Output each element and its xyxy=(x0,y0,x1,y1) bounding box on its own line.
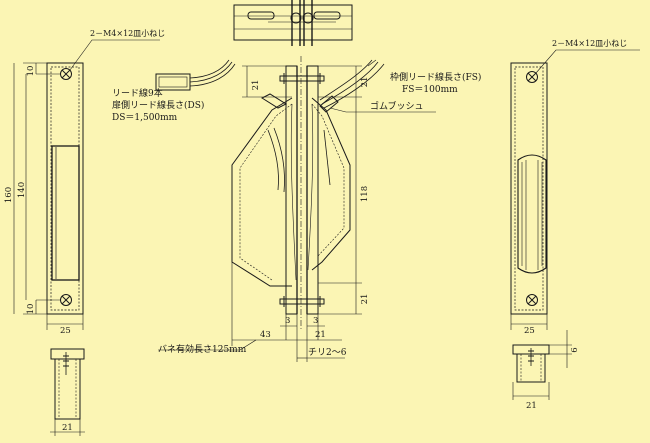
dim-right-bottom-width: 21 xyxy=(526,401,537,411)
dim-center-top: 21 xyxy=(251,80,261,91)
right-plate-outline xyxy=(510,62,548,315)
left-plate-outline xyxy=(46,62,84,315)
top-view xyxy=(233,0,353,46)
spring-length-label: バネ有効長さ125mm xyxy=(158,343,247,355)
dim-left-pitch: 140 xyxy=(17,182,27,198)
dim-left-top: 10 xyxy=(26,66,36,77)
frame-plate xyxy=(306,65,319,315)
right-bottom-screw xyxy=(526,294,538,306)
screw-label-right: 2－M4×12皿小ねじ xyxy=(552,39,627,48)
left-bottom-screw xyxy=(60,294,72,306)
dim-center-bottom: 21 xyxy=(360,294,370,305)
right-side-view xyxy=(512,330,572,400)
door-plate xyxy=(285,65,298,315)
dim-center-mid: 118 xyxy=(360,186,370,202)
right-plate-slot xyxy=(517,154,547,274)
dim-center-21: 21 xyxy=(315,330,326,340)
dim-center-43: 43 xyxy=(260,330,271,340)
dim-center-3a: 3 xyxy=(285,316,290,326)
dim-left-total: 160 xyxy=(4,187,14,203)
left-top-screw xyxy=(60,68,72,80)
ds-value-label: DS＝1,500mm xyxy=(112,113,178,123)
dim-left-bottom-width: 21 xyxy=(62,423,73,433)
lead-count-label: リード線9本 xyxy=(112,87,163,99)
clearance-label: チリ2～6 xyxy=(308,347,347,358)
connector xyxy=(155,59,236,91)
left-plate-view xyxy=(13,39,160,330)
dim-center-top-right: 21 xyxy=(360,77,370,88)
dim-left-width: 25 xyxy=(60,326,71,336)
dim-right-6: 6 xyxy=(570,347,580,352)
dim-center-3b: 3 xyxy=(313,316,318,326)
right-top-screw xyxy=(526,71,538,83)
dim-right-width: 25 xyxy=(524,326,535,336)
right-plate-view xyxy=(510,49,640,330)
fs-value-label: FS＝100mm xyxy=(402,85,458,95)
left-side-view xyxy=(50,348,85,436)
left-plate-slot xyxy=(51,145,80,281)
center-section xyxy=(158,56,436,362)
rubber-bushing-label: ゴムブッシュ xyxy=(370,100,423,112)
door-lead-label: 扉側リード線長さ(DS) xyxy=(112,99,204,111)
frame-lead-label: 枠側リード線長さ(FS) xyxy=(390,71,481,83)
screw-label-left: 2－M4×12皿小ねじ xyxy=(90,29,165,38)
dim-left-bottom: 10 xyxy=(26,304,36,315)
